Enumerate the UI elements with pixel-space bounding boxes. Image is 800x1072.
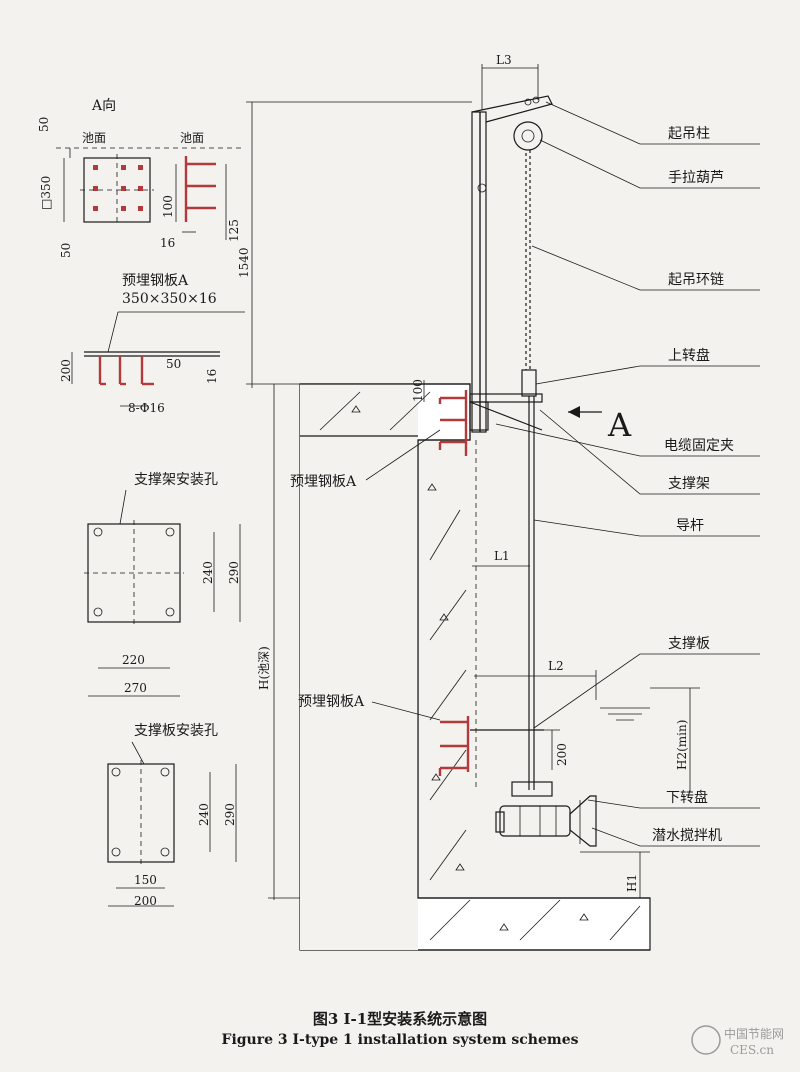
embedded-plate-label-upper: 预埋钢板A — [290, 474, 357, 490]
caption-zh: 图3 Ⅰ-1型安装系统示意图 — [313, 1010, 487, 1028]
submersible-mixer — [495, 781, 597, 847]
embedded-plate-dim-16: 16 — [205, 369, 219, 384]
embedded-plate-dim-50: 50 — [166, 357, 181, 371]
watermark-line1: 中国节能网 — [724, 1026, 784, 1041]
support-plate-dim-150: 150 — [134, 873, 157, 887]
view-a-dim-350: □350 — [39, 176, 53, 210]
embedded-plate-detail: 预埋钢板A 350×350×16 200 50 16 8-Φ16 — [59, 273, 245, 415]
callout-lifting-chain: 起吊环链 — [668, 272, 724, 288]
callout-upper-turntable: 上转盘 — [668, 347, 710, 364]
support-frame-dim-220: 220 — [122, 653, 145, 667]
callout-labels: 起吊柱 手拉葫芦 起吊环链 上转盘 电缆固定夹 支撑架 导杆 支撑板 下转盘 潜… — [652, 126, 734, 844]
support-plate-dim-200: 200 — [134, 894, 157, 908]
pool-surface-label-2: 池面 — [180, 131, 204, 145]
callout-support-frame: 支撑架 — [668, 476, 710, 492]
view-a-title: A向 — [91, 98, 116, 114]
embedded-plate-size: 350×350×16 — [122, 291, 217, 307]
view-a-dim-50-bottom: 50 — [59, 243, 73, 258]
dim-200-lower: 200 — [555, 743, 569, 766]
dim-L3: L3 — [496, 53, 512, 67]
callout-lower-turntable: 下转盘 — [666, 789, 708, 806]
support-frame-dim-240: 240 — [201, 561, 215, 584]
support-plate-dim-240: 240 — [197, 803, 211, 826]
view-a-dim-100: 100 — [161, 195, 175, 218]
dim-L2: L2 — [548, 659, 564, 673]
main-elevation: 1540 H(池深) — [237, 53, 700, 951]
dim-H2-min: H2(min) — [675, 720, 689, 770]
direction-a-label: A — [607, 406, 632, 444]
dim-1540: 1540 — [237, 247, 251, 278]
view-a-dim-125: 125 — [227, 219, 241, 242]
callout-lines — [495, 101, 760, 847]
callout-guide-rod: 导杆 — [676, 518, 704, 534]
view-a-detail: A向 池面 池面 50 □350 50 100 125 16 — [37, 98, 245, 258]
dim-100: 100 — [411, 379, 425, 402]
support-plate-dim-290: 290 — [223, 803, 237, 826]
embedded-plate-label-lower: 预埋钢板A — [298, 694, 365, 710]
callout-support-plate: 支撑板 — [668, 636, 710, 652]
watermark-logo-icon — [691, 1025, 721, 1055]
support-plate-holes-title: 支撑板安装孔 — [134, 723, 218, 739]
support-plate-holes-detail: 支撑板安装孔 240 290 150 200 — [107, 723, 237, 908]
support-frame-dim-290: 290 — [227, 561, 241, 584]
support-frame-holes-detail: 支撑架安装孔 240 290 220 270 — [84, 472, 241, 697]
dim-H-pool-depth: H(池深) — [257, 646, 271, 690]
view-a-dim-50-top: 50 — [37, 117, 51, 132]
support-frame-holes-title: 支撑架安装孔 — [134, 472, 218, 488]
callout-submersible-mixer: 潜水搅拌机 — [652, 828, 722, 844]
figure-caption: 图3 Ⅰ-1型安装系统示意图 Figure 3 Ⅰ-type 1 install… — [222, 1010, 579, 1048]
callout-lifting-column: 起吊柱 — [668, 126, 710, 142]
dim-H1: H1 — [625, 874, 639, 892]
watermark: 中国节能网 CES.cn — [691, 1025, 784, 1057]
pool-surface-label-1: 池面 — [82, 131, 106, 145]
callout-chain-hoist: 手拉葫芦 — [668, 170, 724, 186]
dim-L1: L1 — [494, 549, 510, 563]
embedded-plate-title: 预埋钢板A — [122, 273, 189, 289]
caption-en: Figure 3 Ⅰ-type 1 installation system sc… — [222, 1032, 579, 1048]
view-a-dim-16: 16 — [160, 236, 175, 250]
support-frame-dim-270: 270 — [124, 681, 147, 695]
embedded-plate-holes: 8-Φ16 — [128, 401, 165, 415]
callout-cable-clamp: 电缆固定夹 — [664, 438, 734, 454]
embedded-plate-dim-200: 200 — [59, 359, 73, 382]
watermark-line2: CES.cn — [730, 1043, 774, 1057]
